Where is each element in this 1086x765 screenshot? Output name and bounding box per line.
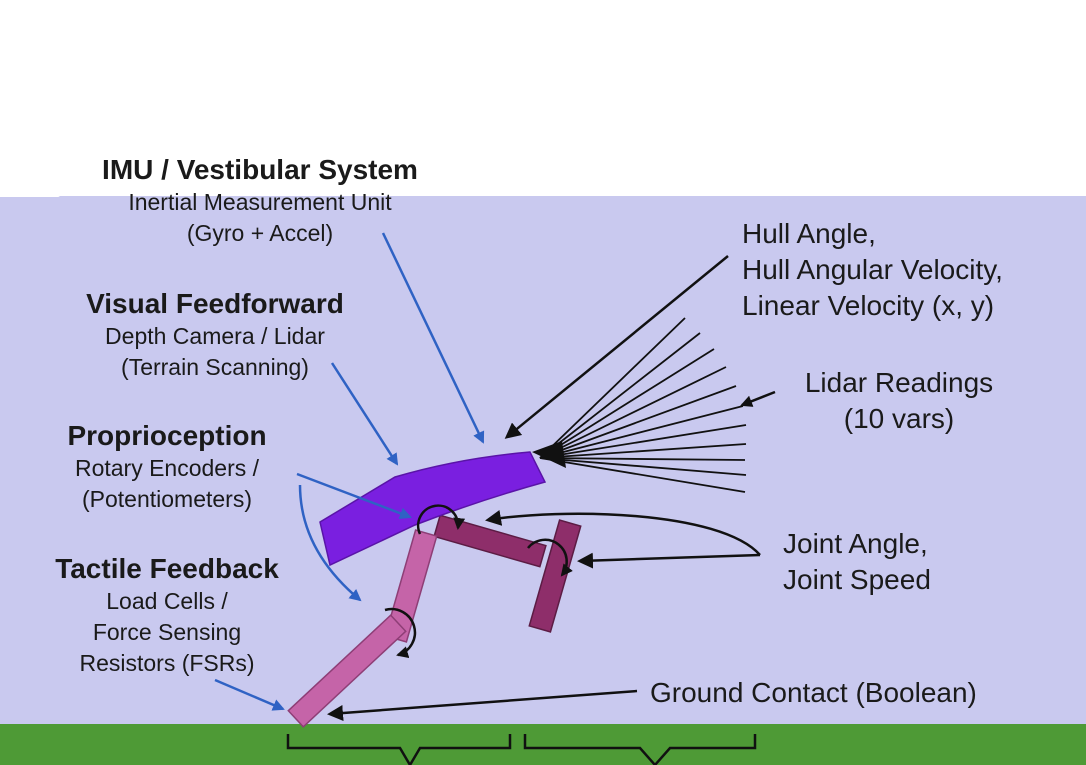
front-leg [287, 529, 438, 728]
leg-braces [286, 734, 757, 765]
joint-indicators [384, 504, 573, 658]
tactile-title: Tactile Feedback [55, 553, 279, 584]
joint-observation-label: Joint Angle, Joint Speed [783, 526, 931, 598]
hull-line-2: Hull Angular Velocity, [742, 254, 1003, 285]
visual-label: Visual Feedforward Depth Camera / Lidar … [30, 287, 400, 383]
proprio-label: Proprioception Rotary Encoders / (Potent… [17, 419, 317, 515]
hull-observation-label: Hull Angle, Hull Angular Velocity, Linea… [742, 216, 1003, 324]
proprio-arrow-leg [298, 484, 362, 602]
lidar-line-2: (10 vars) [843, 403, 955, 434]
lidar-observation-label: Lidar Readings (10 vars) [785, 365, 1013, 437]
proprio-arrow-hull [296, 472, 412, 520]
imu-title: IMU / Vestibular System [102, 154, 418, 185]
contact-arrow [327, 689, 638, 722]
sky-band [0, 197, 1086, 737]
visual-line-1: Depth Camera / Lidar [105, 323, 325, 349]
joint-arrow [485, 509, 761, 556]
tactile-arrow [214, 678, 285, 711]
brace-rear [523, 734, 757, 765]
joint-line-1: Joint Angle, [783, 528, 928, 559]
hull-line-3: Linear Velocity (x, y) [742, 290, 995, 321]
joint-line-2: Joint Speed [783, 564, 931, 595]
ground [0, 724, 1086, 765]
hull-arrow [504, 255, 729, 439]
lidar-rays [539, 317, 747, 493]
tactile-line-2: Force Sensing [92, 619, 242, 645]
visual-arrow [330, 362, 399, 466]
imu-arrow [381, 232, 485, 444]
lidar-source [532, 441, 566, 468]
tactile-label: Tactile Feedback Load Cells / Force Sens… [17, 552, 317, 679]
proprio-line-2: (Potentiometers) [81, 486, 252, 512]
tactile-line-3: Resistors (FSRs) [79, 650, 255, 676]
sensor-arrows [214, 232, 485, 711]
robot-hull [319, 451, 547, 567]
observation-arrows [327, 255, 776, 722]
imu-line-1: Inertial Measurement Unit [128, 189, 392, 215]
lidar-arrow [740, 390, 776, 407]
lidar-line-1: Lidar Readings [804, 367, 994, 398]
brace-front [286, 734, 512, 765]
imu-line-2: (Gyro + Accel) [186, 220, 334, 246]
joint-arrow-2 [577, 552, 761, 569]
proprio-line-1: Rotary Encoders / [74, 455, 260, 481]
contact-observation-label: Ground Contact (Boolean) [650, 675, 977, 711]
imu-label: IMU / Vestibular System Inertial Measure… [60, 153, 460, 249]
contact-line: Ground Contact (Boolean) [650, 677, 977, 708]
visual-line-2: (Terrain Scanning) [121, 354, 309, 380]
sky-edge [0, 196, 1086, 215]
visual-title: Visual Feedforward [86, 288, 344, 319]
tactile-line-1: Load Cells / [106, 588, 228, 614]
proprio-title: Proprioception [67, 420, 267, 451]
hull-line-1: Hull Angle, [742, 218, 876, 249]
